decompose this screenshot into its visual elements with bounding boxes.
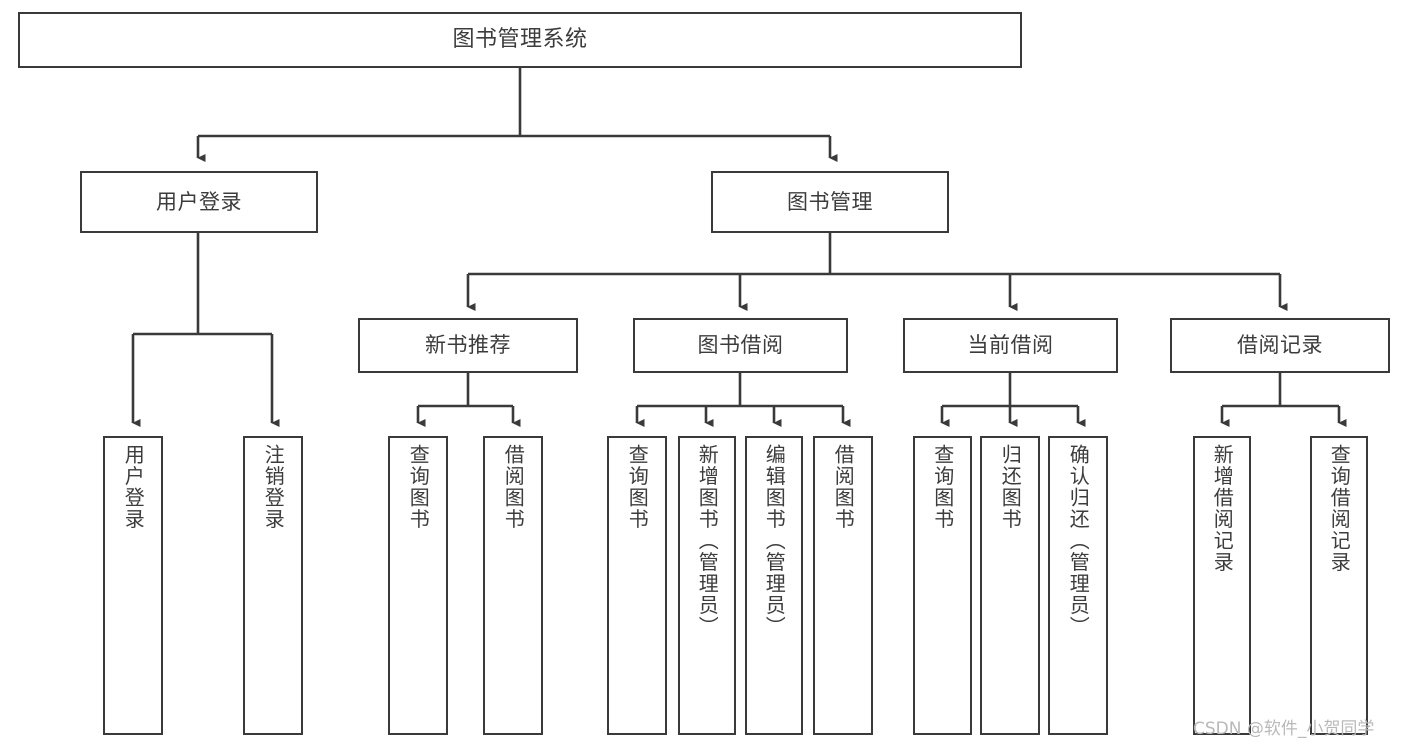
leaf-user-login-login[interactable]: 用户登录: [103, 436, 163, 735]
node-label: 新书推荐: [425, 333, 511, 358]
leaf-new-book-query-book[interactable]: 查询图书: [388, 436, 448, 735]
leaf-user-login-logout[interactable]: 注销登录: [243, 436, 303, 735]
node-user-login[interactable]: 用户登录: [80, 171, 318, 233]
leaf-borrow-record-add-record[interactable]: 新增借阅记录: [1193, 436, 1251, 735]
node-label: 查询借阅记录: [1327, 444, 1352, 573]
csdn-watermark: CSDN @软件_小贺同学: [1193, 719, 1375, 739]
node-label: 用户登录: [121, 444, 146, 530]
node-label: 查询图书: [930, 444, 955, 530]
node-new-book-recommend[interactable]: 新书推荐: [358, 318, 578, 373]
node-label: 新增借阅记录: [1210, 444, 1235, 573]
leaf-current-borrow-return-book[interactable]: 归还图书: [980, 436, 1040, 735]
node-current-borrow[interactable]: 当前借阅: [903, 318, 1118, 373]
node-borrow-record[interactable]: 借阅记录: [1170, 318, 1390, 373]
node-label: 借阅图书: [501, 444, 526, 530]
node-label: 借阅记录: [1237, 333, 1323, 358]
leaf-book-borrow-add-book-admin[interactable]: 新增图书（管理员）: [678, 436, 736, 735]
leaf-borrow-record-query-record[interactable]: 查询借阅记录: [1310, 436, 1368, 735]
leaf-new-book-borrow-book[interactable]: 借阅图书: [483, 436, 543, 735]
node-label: 归还图书: [998, 444, 1023, 530]
leaf-book-borrow-edit-book-admin[interactable]: 编辑图书（管理员）: [745, 436, 803, 735]
node-label: 图书管理: [787, 189, 873, 214]
node-label: 查询图书: [625, 444, 650, 530]
node-book-borrow[interactable]: 图书借阅: [633, 318, 848, 373]
leaf-book-borrow-borrow-book[interactable]: 借阅图书: [813, 436, 873, 735]
node-label: 注销登录: [261, 444, 286, 530]
leaf-book-borrow-query-book[interactable]: 查询图书: [607, 436, 667, 735]
leaf-current-borrow-query-book[interactable]: 查询图书: [913, 436, 972, 735]
node-label: 确认归还（管理员）: [1066, 444, 1091, 638]
node-label: 当前借阅: [967, 333, 1054, 358]
node-label: 编辑图书（管理员）: [762, 444, 787, 638]
node-label: 图书管理系统: [452, 26, 588, 52]
node-label: 图书借阅: [697, 333, 784, 358]
node-root-book-management-system[interactable]: 图书管理系统: [18, 12, 1022, 68]
node-label: 用户登录: [156, 189, 242, 214]
node-label: 查询图书: [406, 444, 431, 530]
node-label: 借阅图书: [831, 444, 856, 530]
leaf-current-borrow-confirm-return-admin[interactable]: 确认归还（管理员）: [1048, 436, 1108, 735]
node-book-management[interactable]: 图书管理: [711, 171, 949, 233]
node-label: 新增图书（管理员）: [695, 444, 720, 638]
